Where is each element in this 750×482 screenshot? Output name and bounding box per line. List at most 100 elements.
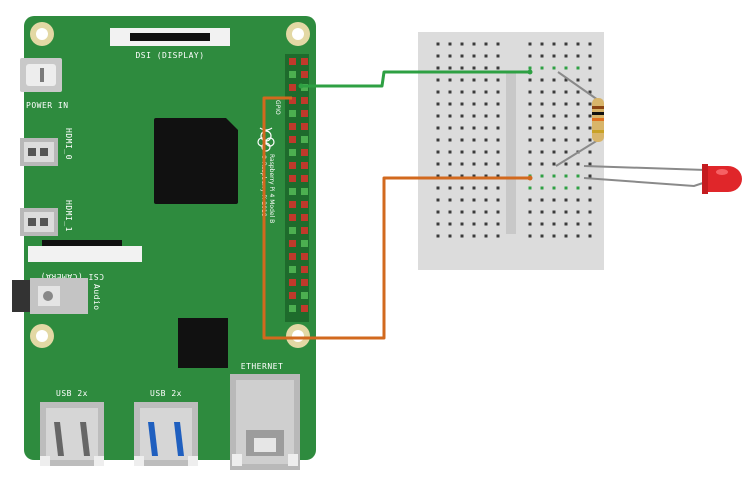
breadboard-hole: [540, 174, 544, 178]
gpio-pin: [289, 188, 296, 195]
breadboard-hole: [576, 54, 580, 58]
breadboard-hole: [496, 198, 500, 202]
raspberry-logo-icon: [257, 127, 275, 152]
breadboard-hole: [436, 90, 440, 94]
breadboard-hole: [540, 138, 544, 142]
breadboard-hole: [576, 102, 580, 106]
breadboard-hole: [436, 210, 440, 214]
breadboard-hole: [460, 138, 464, 142]
breadboard-hole: [448, 66, 452, 70]
gpio-pin: [289, 279, 296, 286]
breadboard-hole: [448, 210, 452, 214]
hdmi1-label: HDMI_1: [64, 200, 73, 232]
breadboard-hole: [436, 78, 440, 82]
breadboard-hole: [552, 114, 556, 118]
breadboard-hole: [484, 186, 488, 190]
breadboard-hole: [528, 138, 532, 142]
breadboard-hole: [460, 186, 464, 190]
breadboard-hole: [436, 138, 440, 142]
breadboard-hole: [540, 114, 544, 118]
breadboard-hole: [448, 42, 452, 46]
breadboard-hole: [564, 186, 568, 190]
breadboard-hole: [588, 138, 592, 142]
gpio-pin: [301, 97, 308, 104]
breadboard-hole: [484, 222, 488, 226]
breadboard-hole: [472, 126, 476, 130]
breadboard-hole: [528, 90, 532, 94]
raspberry-pi-board: DSI (DISPLAY) POWER IN HDMI_0 HDMI_1: [12, 16, 316, 470]
breadboard-hole: [564, 90, 568, 94]
breadboard-hole: [460, 66, 464, 70]
gpio-pin: [289, 227, 296, 234]
breadboard-hole: [436, 66, 440, 70]
breadboard-hole: [552, 186, 556, 190]
breadboard-hole: [472, 222, 476, 226]
breadboard-hole: [564, 54, 568, 58]
breadboard-hole: [540, 90, 544, 94]
breadboard-hole: [448, 186, 452, 190]
breadboard-hole: [484, 162, 488, 166]
green-wire: [301, 70, 530, 88]
breadboard-hole: [460, 174, 464, 178]
breadboard-hole: [576, 42, 580, 46]
breadboard-hole: [460, 126, 464, 130]
breadboard-hole: [564, 222, 568, 226]
gpio-pin: [289, 292, 296, 299]
breadboard-hole: [576, 174, 580, 178]
breadboard-hole: [564, 162, 568, 166]
breadboard-hole: [472, 174, 476, 178]
breadboard-hole: [588, 90, 592, 94]
breadboard-hole: [588, 210, 592, 214]
breadboard-hole: [540, 222, 544, 226]
gpio-pin: [301, 58, 308, 65]
breadboard-hole: [436, 102, 440, 106]
breadboard-hole: [460, 90, 464, 94]
gpio-pin: [289, 266, 296, 273]
breadboard-hole: [472, 234, 476, 238]
breadboard-hole: [496, 222, 500, 226]
gpio-pin: [289, 97, 296, 104]
breadboard-hole: [540, 78, 544, 82]
breadboard-hole: [460, 102, 464, 106]
breadboard-hole: [588, 150, 592, 154]
breadboard-hole: [528, 66, 532, 70]
breadboard-hole: [540, 186, 544, 190]
breadboard-hole: [552, 150, 556, 154]
breadboard-hole: [540, 162, 544, 166]
breadboard-hole: [588, 198, 592, 202]
breadboard-hole: [460, 162, 464, 166]
audio-jack: [12, 278, 88, 314]
breadboard-hole: [472, 102, 476, 106]
breadboard-hole: [564, 150, 568, 154]
gpio-pin: [289, 240, 296, 247]
breadboard-hole: [496, 186, 500, 190]
breadboard-hole: [496, 42, 500, 46]
breadboard-hole: [496, 66, 500, 70]
gpio-pin: [289, 136, 296, 143]
breadboard-hole: [564, 210, 568, 214]
breadboard-hole: [576, 114, 580, 118]
audio-label: Audio: [92, 284, 101, 311]
gpio-pin: [289, 110, 296, 117]
usb2-port: [40, 402, 104, 466]
breadboard-hole: [588, 222, 592, 226]
breadboard-hole: [460, 234, 464, 238]
breadboard-hole: [552, 42, 556, 46]
breadboard-hole: [552, 210, 556, 214]
gpio-pin: [301, 71, 308, 78]
breadboard-hole: [472, 138, 476, 142]
csi-label: CSI (CAMERA): [40, 272, 104, 281]
breadboard-hole: [588, 66, 592, 70]
breadboard-hole: [552, 162, 556, 166]
breadboard-hole: [472, 66, 476, 70]
breadboard-hole: [436, 198, 440, 202]
breadboard-hole: [528, 126, 532, 130]
breadboard-hole: [472, 150, 476, 154]
gpio-pin: [301, 110, 308, 117]
breadboard-hole: [496, 174, 500, 178]
breadboard-hole: [540, 198, 544, 202]
gpio-pin: [301, 292, 308, 299]
gpio-pin: [289, 175, 296, 182]
breadboard-hole: [576, 210, 580, 214]
